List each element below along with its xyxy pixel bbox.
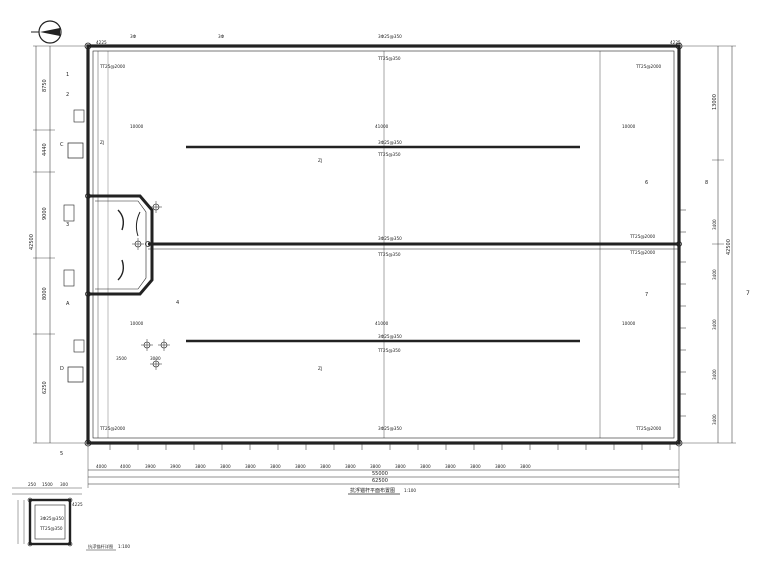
corner-anchor-tr: 4225 xyxy=(670,40,681,45)
bottom-dim-10: 3800 xyxy=(320,464,331,469)
top-label-3t-2: 3Ф xyxy=(218,34,225,39)
left-dim-1: 8750 xyxy=(42,79,48,92)
detail-rebar-1: 3Ф25@350 xyxy=(40,516,64,521)
axis-label-6: 6 xyxy=(645,180,648,186)
left-dim-4: 8000 xyxy=(42,287,48,300)
axis-label-8: 8 xyxy=(705,180,708,186)
left-dim-3: 9000 xyxy=(42,207,48,220)
span-3000: 3000 xyxy=(150,356,161,361)
bottom-dim-4: 3900 xyxy=(170,464,181,469)
rebar-label-br: TT25@2000 xyxy=(635,426,662,431)
axis-label-d: D xyxy=(60,366,64,372)
bottom-dim-13: 3800 xyxy=(395,464,406,469)
right-dim-4: 3400 xyxy=(712,319,717,330)
right-dim-6: 3400 xyxy=(712,414,717,425)
axis-label-2: 2 xyxy=(66,92,69,98)
bottom-dim-outer-total: 62500 xyxy=(372,478,388,484)
span-left-top: 10000 xyxy=(130,124,144,129)
rebar-label-tr: TT25@2000 xyxy=(635,64,662,69)
right-dim-3: 3400 xyxy=(712,269,717,280)
axis-label-5: 5 xyxy=(60,451,63,457)
span-mid-bot: 41000 xyxy=(375,321,389,326)
axis-label-c: C xyxy=(60,142,64,148)
top-rebar-1: 3Ф25@350 xyxy=(378,34,402,39)
north-arrow-icon xyxy=(31,20,62,44)
left-dimension xyxy=(33,45,88,444)
left-dim-5: 6250 xyxy=(42,381,48,394)
left-dim-total: 42500 xyxy=(29,234,35,250)
span-right-bot: 10000 xyxy=(622,321,636,326)
span-left-bot: 10000 xyxy=(130,321,144,326)
bottom-dim-1: 4000 xyxy=(96,464,107,469)
bottom-dim-9: 3800 xyxy=(295,464,306,469)
detail-dim-c: 300 xyxy=(60,482,68,487)
corner-anchor-tl: 4225 xyxy=(96,40,107,45)
right-dim-5: 3400 xyxy=(712,369,717,380)
strip-rebar-bot: 3Ф25@350 xyxy=(378,334,402,339)
right-dim-2: 3400 xyxy=(712,219,717,230)
right-dim-total: 42500 xyxy=(726,239,732,255)
rebar-right-mid-2: TT25@2000 xyxy=(629,250,656,255)
axis-label-3: 3 xyxy=(66,222,69,228)
mid-rebar-2: TT25@350 xyxy=(377,252,401,257)
bottom-dim-12: 3800 xyxy=(370,464,381,469)
anchor-detail xyxy=(12,487,82,547)
right-dimension xyxy=(679,45,736,444)
pile-boxes xyxy=(63,109,85,383)
right-ticks xyxy=(679,209,686,417)
detail-dim-b: 1500 xyxy=(42,482,53,487)
top-rebar-2: TT25@350 xyxy=(377,56,401,61)
strip-rebar-bot-2: TT25@350 xyxy=(377,348,401,353)
detail-anchor: 4225 xyxy=(72,502,83,507)
detail-title: 抗浮锚杆详图 xyxy=(88,543,113,550)
pile-label-2: ZJ xyxy=(318,158,322,163)
bottom-dim-2: 4000 xyxy=(120,464,131,469)
detail-rebar-2: TT25@350 xyxy=(39,526,63,531)
bottom-dim-inner-total: 55000 xyxy=(372,471,388,477)
bottom-dim-3: 3900 xyxy=(145,464,156,469)
axis-label-7-right: 7 xyxy=(746,290,750,297)
span-3500: 3500 xyxy=(116,356,127,361)
bottom-dim-11: 3800 xyxy=(345,464,356,469)
span-right-top: 10000 xyxy=(622,124,636,129)
bottom-dim-18: 3800 xyxy=(520,464,531,469)
slab-outline xyxy=(86,44,681,445)
detail-dim-a: 250 xyxy=(28,482,36,487)
pile-label-1: ZJ xyxy=(100,140,104,145)
anchor-markers xyxy=(132,201,170,370)
left-dim-2: 4440 xyxy=(42,143,48,156)
rebar-right-mid: TT25@2000 xyxy=(629,234,656,239)
bottom-dim-16: 3800 xyxy=(470,464,481,469)
bottom-dim-8: 3800 xyxy=(270,464,281,469)
bottom-ticks xyxy=(109,443,671,450)
mid-rebar-1: 3Ф25@350 xyxy=(378,236,402,241)
bottom-dim-6: 3800 xyxy=(220,464,231,469)
bottom-dim-17: 3800 xyxy=(495,464,506,469)
strip-rebar-top: 3Ф25@350 xyxy=(378,140,402,145)
detail-scale: 1:100 xyxy=(118,544,130,549)
bottom-dim-7: 3800 xyxy=(245,464,256,469)
drawing-scale: 1:100 xyxy=(404,488,416,493)
span-mid-top: 41000 xyxy=(375,124,389,129)
top-label-3t: 3Ф xyxy=(130,34,137,39)
drawing-title: 抗浮锚杆平面布置图 xyxy=(350,487,395,494)
axis-label-4: 4 xyxy=(176,300,179,306)
notch-arcs xyxy=(117,209,141,281)
bottom-dim-14: 3800 xyxy=(420,464,431,469)
axis-label-a: A xyxy=(66,301,70,307)
right-dim-1: 13000 xyxy=(712,94,718,110)
bottom-dim-15: 3800 xyxy=(445,464,456,469)
axis-label-1: 1 xyxy=(66,72,69,78)
axis-label-7: 7 xyxy=(645,292,648,298)
bot-rebar-1: 3Ф25@350 xyxy=(378,426,402,431)
strip-rebar-top-2: TT25@350 xyxy=(377,152,401,157)
rebar-label-bl: TT25@2000 xyxy=(99,426,126,431)
rebar-label-tl: TT25@2000 xyxy=(99,64,126,69)
pile-label-3: ZJ xyxy=(318,366,322,371)
bottom-dim-5: 3800 xyxy=(195,464,206,469)
bottom-dimension xyxy=(87,443,680,488)
